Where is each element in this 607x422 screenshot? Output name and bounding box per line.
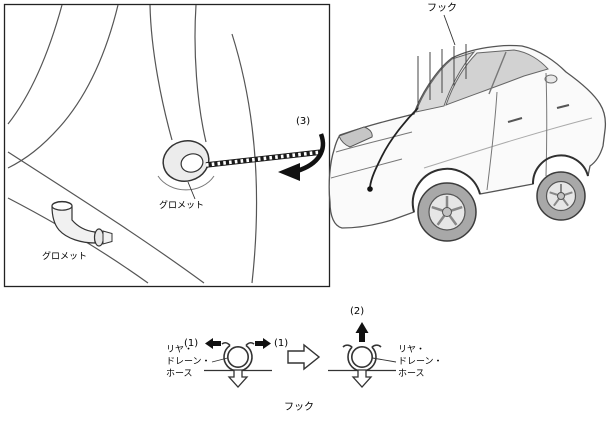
step1-left-label: (1) bbox=[184, 338, 199, 349]
grommet-illustration bbox=[162, 140, 210, 182]
pull-up-arrow bbox=[355, 322, 369, 342]
transform-arrow bbox=[287, 343, 321, 371]
drain-hose-label-left: リヤ・ ドレーン・ ホース bbox=[166, 345, 211, 379]
taillight bbox=[338, 126, 373, 148]
front-wheel bbox=[536, 171, 586, 221]
inset-border bbox=[3, 3, 331, 288]
side-mirror bbox=[544, 74, 558, 84]
pry-arrow-right bbox=[255, 338, 271, 349]
grommet-part-label: グロメット bbox=[42, 252, 88, 262]
body-seams bbox=[330, 72, 593, 213]
b-pillar-line bbox=[488, 51, 507, 95]
grommet-label: グロメット bbox=[159, 201, 205, 211]
grommet-part-illustration bbox=[51, 200, 113, 247]
step3-label: (3) bbox=[296, 116, 311, 127]
pull-direction-arrow bbox=[278, 133, 326, 181]
hook-callout-label: フック bbox=[427, 3, 457, 14]
pry-arrow-left bbox=[205, 338, 221, 349]
rear-window-hooks bbox=[417, 44, 467, 108]
side-windows bbox=[445, 49, 549, 106]
hook-detail-label: フック bbox=[284, 402, 314, 413]
drain-hose-label-right: リヤ・ ドレーン・ ホース bbox=[398, 345, 443, 379]
leader-lines bbox=[187, 14, 456, 363]
step1-right-label: (1) bbox=[274, 338, 289, 349]
drain-hose-routing bbox=[367, 107, 419, 192]
hook-clip-before bbox=[204, 338, 272, 388]
step2-label: (2) bbox=[350, 306, 365, 317]
rear-wheel bbox=[417, 182, 477, 242]
inset-panel bbox=[3, 3, 331, 288]
pull-cord bbox=[205, 149, 323, 168]
hook-clip-after bbox=[328, 322, 396, 388]
car-illustration bbox=[328, 44, 606, 242]
